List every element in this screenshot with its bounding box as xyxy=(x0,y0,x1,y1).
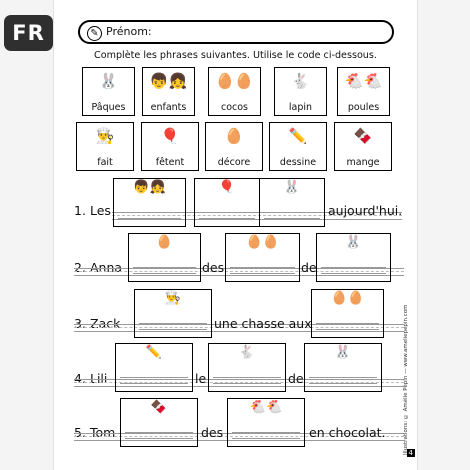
sentence-number: 1. xyxy=(74,203,86,218)
eggs-icon: 🥚🥚 xyxy=(215,72,254,90)
instruction-text: Complète les phrases suivantes. Utilise … xyxy=(94,50,377,61)
card-fetent: 🎈 fêtent xyxy=(141,122,199,171)
card-dessine: ✏️ dessine xyxy=(269,122,327,171)
sentence-text: Les xyxy=(90,203,111,218)
sentence-text: des xyxy=(201,425,224,440)
card-word: mange xyxy=(346,157,380,168)
answer-box[interactable]: 🐇 xyxy=(208,343,286,392)
card-word: décore xyxy=(217,157,251,168)
name-field[interactable]: ✎ Prénom: xyxy=(78,20,394,44)
answer-box[interactable]: 🎈 xyxy=(194,178,260,227)
bunny-icon: 🐰 xyxy=(283,180,301,195)
answer-box[interactable]: 🍫 xyxy=(120,398,198,447)
card-word: Pâques xyxy=(91,102,126,113)
writing-line xyxy=(118,212,181,219)
writing-line xyxy=(309,377,377,384)
answer-box[interactable]: 👨‍🍳 xyxy=(134,289,212,338)
writing-line xyxy=(74,268,404,276)
sentence-text: une chasse aux xyxy=(214,316,312,331)
card-enfants: 👦👧 enfants xyxy=(142,67,195,116)
answer-box[interactable]: 🥚🥚 xyxy=(311,289,384,338)
card-paques: 🐰 Pâques xyxy=(82,67,135,116)
page-number: 4 xyxy=(406,449,415,457)
answer-box[interactable]: 🥚🥚 xyxy=(225,233,300,282)
eating-icon: 🍫 xyxy=(353,127,373,145)
answer-box[interactable]: 🐰 xyxy=(259,178,325,227)
bunny-icon: 🐰 xyxy=(99,72,118,90)
card-word: fêtent xyxy=(155,157,185,168)
writing-line xyxy=(139,323,207,330)
eggs-icon: 🥚🥚 xyxy=(246,235,279,250)
sentence-text: de xyxy=(288,371,304,386)
eggs-icon: 🥚🥚 xyxy=(331,291,364,306)
answer-box[interactable]: 👦👧 xyxy=(113,178,186,227)
chef-icon: 👨‍🍳 xyxy=(164,291,182,306)
sentence-text: de xyxy=(301,260,317,275)
bunny-icon: 🐰 xyxy=(345,235,362,250)
chef-icon: 👨‍🍳 xyxy=(95,127,115,145)
rabbit-icon: 🐇 xyxy=(238,345,256,360)
writing-line xyxy=(112,212,402,220)
name-label: Prénom: xyxy=(106,25,152,38)
balloons-icon: 🎈 xyxy=(218,180,236,195)
answer-box[interactable]: 🥚 xyxy=(128,233,201,282)
writing-line xyxy=(230,267,295,274)
card-word: fait xyxy=(97,157,113,168)
card-word: cocos xyxy=(220,102,249,113)
sentence-text: le xyxy=(195,371,207,386)
sentence-text: en chocolat. xyxy=(309,425,386,440)
rabbit-icon: 🐇 xyxy=(291,72,310,90)
card-word: enfants xyxy=(150,102,187,113)
writing-line xyxy=(74,379,404,387)
answer-box[interactable]: ✏️ xyxy=(115,343,193,392)
card-fait: 👨‍🍳 fait xyxy=(76,122,134,171)
balloons-icon: 🎈 xyxy=(160,127,180,145)
children-icon: 👦👧 xyxy=(149,72,188,90)
writing-line xyxy=(74,324,404,332)
card-word: lapin xyxy=(288,102,313,113)
writing-line xyxy=(213,377,281,384)
sentence-number: 4. xyxy=(74,371,86,386)
writing-line xyxy=(232,432,300,439)
eating-icon: 🍫 xyxy=(150,400,168,415)
children-icon: 👦👧 xyxy=(133,180,166,195)
sentence-number: 3. xyxy=(74,316,86,331)
writing-line xyxy=(321,267,386,274)
pencil-icon: ✎ xyxy=(87,26,102,41)
hens-icon: 🐔🐔 xyxy=(344,72,383,90)
worksheet-page: ✎ Prénom: Complète les phrases suivantes… xyxy=(53,0,418,470)
bunny-icon: 🐰 xyxy=(334,345,352,360)
writing-line xyxy=(199,212,255,219)
illustration-credit: Illustrations: © Amélie Pépin — www.amel… xyxy=(403,304,409,455)
answer-box[interactable]: 🐰 xyxy=(316,233,391,282)
card-word: dessine xyxy=(279,157,317,168)
sentence-number: 5. xyxy=(74,425,86,440)
card-poules: 🐔🐔 poules xyxy=(337,67,390,116)
language-badge: FR xyxy=(4,15,53,51)
decorated-egg-icon: 🥚 xyxy=(156,235,173,250)
drawing-icon: ✏️ xyxy=(145,345,163,360)
sentence-number: 2. xyxy=(74,260,86,275)
writing-line xyxy=(120,377,188,384)
card-decore: 🥚 décore xyxy=(205,122,263,171)
sentence-text: des xyxy=(202,260,225,275)
decorated-egg-icon: 🥚 xyxy=(224,127,244,145)
card-word: poules xyxy=(347,102,380,113)
writing-line xyxy=(125,432,193,439)
drawing-icon: ✏️ xyxy=(288,127,308,145)
card-lapin: 🐇 lapin xyxy=(274,67,327,116)
answer-box[interactable]: 🐰 xyxy=(304,343,382,392)
card-mange: 🍫 mange xyxy=(334,122,392,171)
writing-line xyxy=(316,323,379,330)
sentence-text: aujourd'hui. xyxy=(328,203,403,218)
writing-line xyxy=(74,433,404,441)
writing-line xyxy=(264,212,320,219)
answer-box[interactable]: 🐔🐔 xyxy=(227,398,305,447)
writing-line xyxy=(133,267,196,274)
hens-icon: 🐔🐔 xyxy=(249,400,283,415)
card-cocos: 🥚🥚 cocos xyxy=(208,67,261,116)
